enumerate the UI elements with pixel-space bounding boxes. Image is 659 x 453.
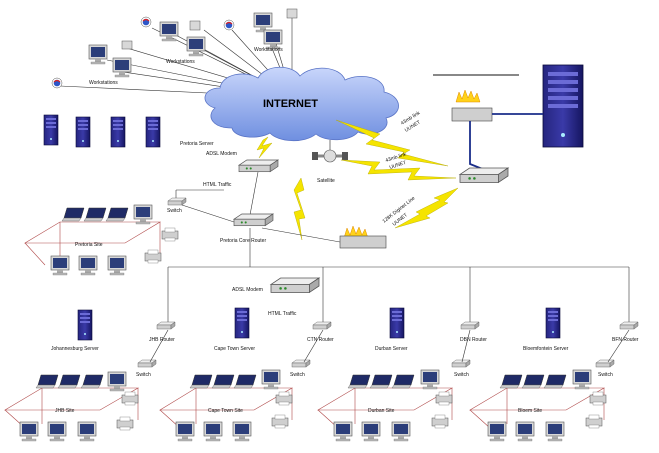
bfn-router <box>619 321 639 330</box>
branch-server-label: Cape Town Server <box>214 346 255 352</box>
dbn-switch <box>451 359 471 368</box>
workstation-computer <box>186 36 206 57</box>
workstation-computer <box>112 57 132 78</box>
top-workstations <box>51 8 298 89</box>
server-tower <box>77 309 93 341</box>
pretoria-site-label: Pretoria Site <box>75 242 103 248</box>
lightning-icon <box>293 177 306 241</box>
internet-title: INTERNET <box>263 98 318 110</box>
lightning-icon <box>335 119 449 167</box>
workstations-label: Workstations <box>166 59 195 65</box>
html-traffic-label: HTML Traffic <box>268 311 297 317</box>
branch-site-label: Bloem Site <box>518 408 542 414</box>
core-router-label: Pretoria Core Router <box>220 238 266 244</box>
satellite-label: Satellite <box>317 178 335 184</box>
firewall-fire-icon <box>455 89 481 103</box>
branch-switch-label: Switch <box>290 372 305 378</box>
branch-router-label: DBN Router <box>460 337 487 343</box>
lightning-icon <box>394 187 459 229</box>
workstations-label: Workstations <box>254 47 283 53</box>
adsl-modem-label: ADSL Modem <box>206 151 237 157</box>
branch-router-label: BFN Router <box>612 337 639 343</box>
pretoria-switch <box>167 197 187 206</box>
pretoria-servers <box>43 114 161 148</box>
adsl-modem-top <box>238 159 279 173</box>
html-traffic-label: HTML Traffic <box>203 182 232 188</box>
server-tower <box>43 114 59 146</box>
branch-durban <box>316 307 480 442</box>
satellite <box>312 140 348 163</box>
link-sub-label: UUNET <box>389 160 407 171</box>
datacenter-server <box>542 64 584 148</box>
ctn-switch <box>291 359 311 368</box>
branch-switch-label: Switch <box>598 372 613 378</box>
branch-bloemfontein <box>468 307 639 442</box>
workstations-label: Workstations <box>89 80 118 86</box>
globe-icon <box>223 19 235 31</box>
workstation-computer <box>121 40 133 50</box>
server-tower <box>545 307 561 339</box>
server-tower <box>389 307 405 339</box>
datacenter-link <box>469 121 486 171</box>
internet-cloud <box>204 66 399 142</box>
pretoria-site <box>23 204 179 276</box>
branch-switch-label: Switch <box>454 372 469 378</box>
branch-switch-label: Switch <box>136 372 151 378</box>
server-tower <box>110 116 126 148</box>
switch-label: Switch <box>167 208 182 214</box>
branch-router-label: CTN Router <box>307 337 334 343</box>
workstation-computer <box>189 20 201 31</box>
server-tower <box>234 307 250 339</box>
globe-icon <box>140 16 152 28</box>
firewall-device <box>451 107 493 122</box>
branch-johannesburg <box>3 309 176 442</box>
pretoria-core-router <box>233 213 274 227</box>
branch-server-label: Johannesburg Server <box>51 346 99 352</box>
branch-server-label: Bloemfontein Server <box>523 346 569 352</box>
workstation-computer <box>88 44 108 65</box>
core-uunet-router <box>459 167 509 184</box>
branch-site-label: JHB Site <box>55 408 75 414</box>
lightning-icon <box>340 159 457 181</box>
server-tower <box>145 116 161 148</box>
branch-cape-town <box>158 307 332 442</box>
branch-server-label: Durban Server <box>375 346 408 352</box>
server-tower <box>75 116 91 148</box>
ctn-router <box>312 321 332 330</box>
workstation-computer <box>159 21 179 42</box>
branch-site-label: Cape Town Site <box>208 408 243 414</box>
diginet-router <box>339 235 387 249</box>
globe-icon <box>51 77 63 89</box>
jhb-router <box>156 321 176 330</box>
workstation-computer <box>253 12 273 33</box>
pretoria-server-label: Pretoria Server <box>180 141 214 147</box>
jhb-switch <box>137 359 157 368</box>
adsl-modem-mid <box>270 277 320 294</box>
bfn-switch <box>595 359 615 368</box>
dbn-router <box>460 321 480 330</box>
workstation-computer <box>286 8 298 19</box>
branch-site-label: Durban Site <box>368 408 395 414</box>
adsl-modem-label: ADSL Modem <box>232 287 263 293</box>
lightning-icon <box>256 136 273 159</box>
